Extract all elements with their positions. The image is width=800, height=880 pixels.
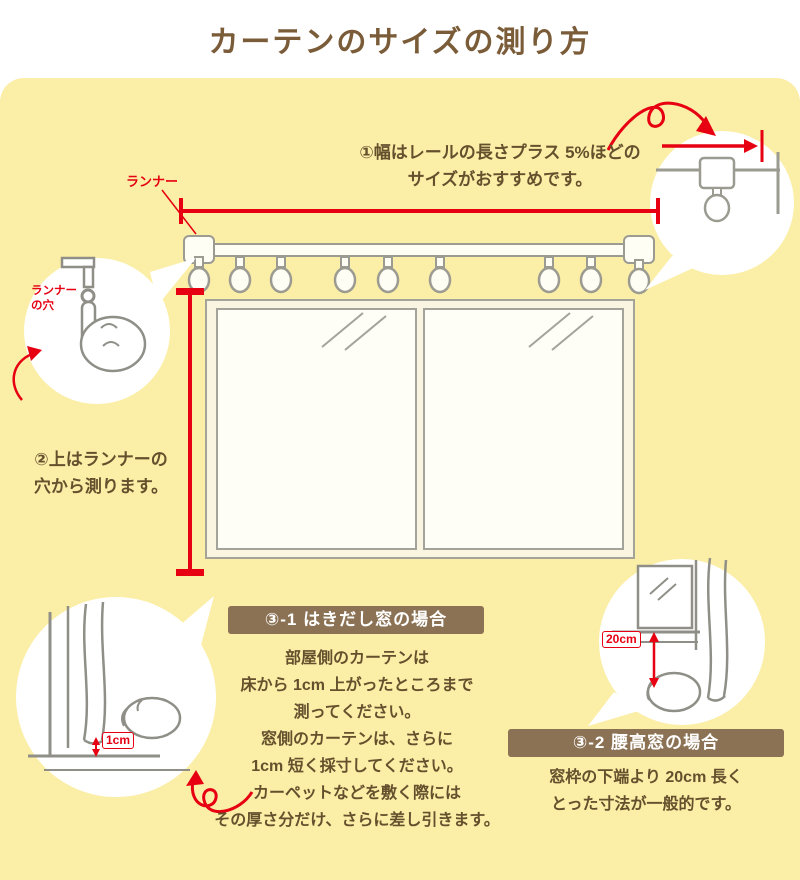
step3-2-badge: ③-2 腰高窓の場合 bbox=[508, 729, 784, 757]
hand-icon bbox=[79, 300, 147, 373]
runner-icon bbox=[537, 256, 561, 294]
paragraph-line: 測ってください。 bbox=[293, 704, 421, 721]
step3-1-badge: ③-1 はきだし窓の場合 bbox=[228, 606, 484, 634]
paragraph-line: その厚さ分だけ、さらに差し引きます。 bbox=[214, 812, 500, 829]
step2-note: ②上はランナーの 穴から測ります。 bbox=[12, 446, 190, 500]
runner-hole-icon bbox=[80, 288, 96, 304]
rail-length-arrow-icon bbox=[662, 130, 764, 162]
step1-line2: サイズがおすすめです。 bbox=[407, 170, 593, 189]
step1-line1: ①幅はレールの長さプラス 5%ほどの bbox=[359, 143, 641, 162]
step3-2-paragraph: 窓枠の下端より 20cm 長く とった寸法が一般的です。 bbox=[494, 764, 798, 818]
runner-icon bbox=[428, 256, 452, 294]
page-title: カーテンのサイズの測り方 bbox=[208, 26, 592, 59]
step3-1-paragraph: 部屋側のカーテンは 床から 1cm 上がったところまで 測ってください。 窓側の… bbox=[204, 645, 510, 834]
runner-icon bbox=[269, 256, 293, 294]
swirl-arrow-bottom-left-icon bbox=[186, 770, 254, 813]
hand-icon bbox=[121, 696, 182, 740]
width-measure-line bbox=[179, 198, 660, 224]
gap-1cm-arrow-icon bbox=[92, 737, 100, 757]
paragraph-line: 窓側のカーテンは、さらに bbox=[260, 731, 453, 748]
runners bbox=[187, 256, 651, 295]
step1-note: ①幅はレールの長さプラス 5%ほどの サイズがおすすめです。 bbox=[338, 139, 662, 193]
paragraph-line: カーペットなどを敷く際には bbox=[252, 785, 461, 802]
runner-hole-line2: の穴 bbox=[31, 300, 54, 312]
inset-floor-gap bbox=[16, 596, 216, 797]
page-header: カーテンのサイズの測り方 bbox=[0, 0, 800, 78]
runner-icon bbox=[579, 256, 603, 294]
measure-1cm-label: 1cm bbox=[102, 732, 135, 749]
runner-hole-label: ランナー の穴 bbox=[31, 284, 77, 314]
curtain-icon bbox=[706, 557, 729, 702]
inset-rail-end bbox=[645, 130, 794, 290]
paragraph-line: 1cm 短く採寸してください。 bbox=[251, 758, 463, 775]
glass-glint-icon bbox=[321, 312, 594, 351]
step2-line2: 穴から測ります。 bbox=[33, 477, 169, 496]
runner-pointer-line bbox=[161, 189, 197, 235]
runner-icon bbox=[627, 259, 651, 295]
runner-label: ランナー bbox=[126, 174, 179, 189]
window bbox=[205, 299, 635, 559]
arrow-to-runner-hole-icon bbox=[12, 346, 42, 401]
paragraph-line: 床から 1cm 上がったところまで bbox=[240, 677, 474, 694]
runner-icon bbox=[376, 256, 400, 294]
inset-runner-hole bbox=[12, 256, 196, 404]
curtain-rail bbox=[183, 235, 655, 264]
runner-icon bbox=[228, 256, 252, 294]
paragraph-line: 窓枠の下端より 20cm 長く bbox=[549, 769, 743, 786]
paragraph-line: とった寸法が一般的です。 bbox=[551, 796, 741, 813]
swirl-arrow-top-right-icon bbox=[606, 101, 716, 151]
runner-hole-line1: ランナー bbox=[31, 285, 77, 297]
inset-window-sill bbox=[588, 557, 765, 726]
height-measure-line bbox=[176, 288, 204, 576]
runner-icon bbox=[703, 193, 731, 223]
step2-line1: ②上はランナーの bbox=[34, 450, 168, 469]
paragraph-line: 部屋側のカーテンは bbox=[284, 650, 429, 667]
runner-icon bbox=[333, 256, 357, 294]
measure-20cm-label: 20cm bbox=[602, 631, 641, 648]
sill-20cm-arrow-icon bbox=[649, 632, 659, 688]
